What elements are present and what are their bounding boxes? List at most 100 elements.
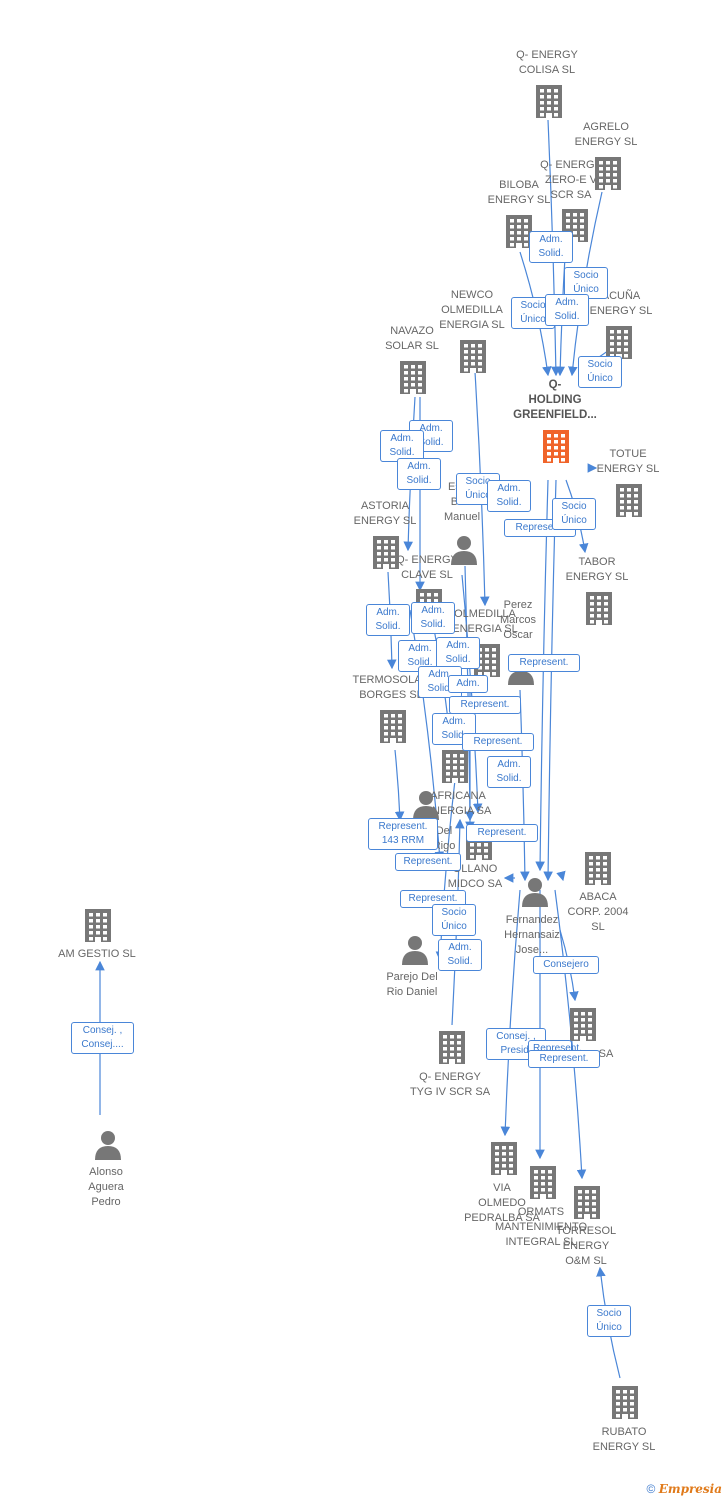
node-sa-company[interactable]: SA (541, 1047, 671, 1062)
relation-badge[interactable]: Socio Único (564, 267, 608, 299)
relation-edge (556, 870, 566, 882)
node-newco-olmedilla[interactable]: NEWCO OLMEDILLA ENERGIA SL (407, 288, 537, 333)
node-label: VIA OLMEDO PEDRALBA SA (464, 1182, 540, 1224)
relation-badge[interactable]: Adm. Solid. (436, 637, 480, 669)
node-label: BILOBA ENERGY SL (487, 179, 551, 206)
relation-badge[interactable]: Represent. 143 RRM (368, 818, 438, 850)
node-ollano-midco[interactable]: OLLANO MIDCO SA (410, 862, 540, 892)
building-icon (490, 1141, 518, 1180)
node-totue-energy[interactable]: TOTUE ENERGY SL (563, 447, 693, 477)
building-icon (611, 1385, 639, 1424)
building-icon (438, 1030, 466, 1069)
building-icon (529, 1165, 557, 1204)
relation-badge[interactable]: Adm. Solid. (380, 430, 424, 462)
relation-badge[interactable]: Adm. Solid. (545, 294, 589, 326)
node-astoria-energy[interactable]: ASTORIA ENERGY SL (320, 499, 450, 529)
building-icon (84, 908, 112, 947)
relation-edge (394, 749, 405, 822)
node-label: Parejo Del Rio Daniel (386, 971, 438, 998)
relation-badge[interactable]: Adm. Solid. (432, 713, 476, 745)
node-label: Q- ENERGY TYG IV SCR SA (409, 1071, 491, 1098)
node-q-energy-zero-e[interactable]: Q- ENERGY ZERO-E V SCR SA (506, 158, 636, 203)
node-label: Q- ENERGY ZERO-E V SCR SA (540, 159, 602, 201)
node-q-energy-tyg[interactable]: Q- ENERGY TYG IV SCR SA (385, 1070, 515, 1100)
node-label: AGRELO ENERGY SL (574, 121, 638, 148)
relation-badge[interactable]: Socio Único (432, 904, 476, 936)
node-label: SA (598, 1048, 614, 1060)
node-label: TABOR ENERGY SL (565, 556, 629, 583)
building-icon (594, 156, 622, 195)
node-abaca-corp[interactable]: ABACA CORP. 2004 SL (533, 890, 663, 935)
relation-badge[interactable]: Adm. (448, 675, 488, 693)
node-label: Alonso Aguera Pedro (88, 1166, 124, 1208)
node-agrelo-energy[interactable]: AGRELO ENERGY SL (541, 120, 671, 150)
relation-badge[interactable]: Adm. Solid. (397, 458, 441, 490)
relation-badge[interactable]: Socio Único (578, 356, 622, 388)
node-rubato-energy[interactable]: RUBATO ENERGY SL (559, 1425, 689, 1455)
node-navazo-solar[interactable]: NAVAZO SOLAR SL (347, 324, 477, 354)
relation-badge[interactable]: Adm. Solid. (487, 480, 531, 512)
node-del-rigo[interactable]: Del Rigo (379, 824, 509, 854)
node-biloba-energy[interactable]: BILOBA ENERGY SL (454, 178, 584, 208)
node-label: TORRESOL ENERGY O&M SL (555, 1225, 617, 1267)
building-icon (615, 483, 643, 522)
node-label: Q- ENERGY CLAVE SL (396, 554, 458, 581)
node-label: Q- HOLDING GREENFIELD... (513, 379, 597, 421)
building-icon (459, 339, 487, 378)
relation-badge[interactable]: Adm. Solid. (487, 756, 531, 788)
node-am-gestio[interactable]: AM GESTIO SL (32, 947, 162, 962)
building-icon (542, 429, 570, 468)
relation-badge[interactable]: Represent. (528, 1050, 600, 1068)
building-icon (573, 1185, 601, 1224)
node-label: ORMATS MANTENIMIENTO INTEGRAL SL (494, 1206, 588, 1248)
node-perez-marcos-oscar[interactable]: Perez Marcos Oscar (453, 598, 583, 643)
node-label: Q- ENERGY COLISA SL (516, 49, 578, 76)
node-label: ASTORIA ENERGY SL (353, 500, 417, 527)
node-termosolar-borges[interactable]: TERMOSOLAR BORGES SL (326, 673, 456, 703)
node-via-olmedo[interactable]: VIA OLMEDO PEDRALBA SA (437, 1181, 567, 1226)
relation-badge[interactable]: Adm. Solid. (411, 602, 455, 634)
brand-name: Empresia (658, 1482, 722, 1496)
relation-badge[interactable]: Socio Único (552, 498, 596, 530)
node-label: OLLANO MIDCO SA (447, 863, 503, 890)
relation-edge (543, 479, 557, 882)
node-fernandez-hernansaiz[interactable]: Fernandez Hernansaiz Jose... (467, 913, 597, 958)
node-torresol[interactable]: TORRESOL ENERGY O&M SL (521, 1224, 651, 1269)
node-parejo-del-rio[interactable]: Parejo Del Rio Daniel (347, 970, 477, 1000)
building-icon (584, 851, 612, 890)
relation-badge[interactable]: Represent. (449, 696, 521, 714)
person-icon (401, 935, 429, 970)
relation-badge[interactable]: Consej. , Consej.... (71, 1022, 134, 1054)
relation-edge (500, 889, 521, 1137)
relation-badge[interactable]: Adm. Solid. (438, 939, 482, 971)
node-label: NEWCO OLMEDILLA ENERGIA SL (439, 289, 505, 331)
node-label: TOTUE ENERGY SL (596, 448, 660, 475)
relation-badge[interactable]: Represent. (508, 654, 580, 672)
node-label: NAVAZO SOLAR SL (385, 325, 439, 352)
node-ormats[interactable]: ORMATS MANTENIMIENTO INTEGRAL SL (476, 1205, 606, 1250)
node-alonso-aguera[interactable]: Alonso Aguera Pedro (41, 1165, 171, 1210)
relation-badge[interactable]: Represent. (462, 733, 534, 751)
relation-edge (461, 574, 483, 814)
node-olmedilla-energia[interactable]: OLMEDILLA ENERGIA SL (420, 607, 550, 637)
node-tabor-energy[interactable]: TABOR ENERGY SL (532, 555, 662, 585)
relation-edge (535, 479, 549, 872)
relation-badge[interactable]: Socio Único (587, 1305, 631, 1337)
node-q-energy-clave[interactable]: Q- ENERGY CLAVE SL (362, 553, 492, 583)
node-label: ACUÑA ENERGY SL (589, 290, 653, 317)
node-label: TERMOSOLAR BORGES SL (352, 674, 430, 701)
node-q-holding-greenfield[interactable]: Q- HOLDING GREENFIELD... (490, 378, 620, 423)
relation-badge[interactable]: Represent. (395, 853, 461, 871)
node-q-energy-colisa[interactable]: Q- ENERGY COLISA SL (482, 48, 612, 78)
node-label: Del Rigo (432, 825, 456, 852)
building-icon (605, 325, 633, 364)
node-label: Perez Marcos Oscar (499, 599, 537, 641)
building-icon (441, 749, 469, 788)
relation-badge[interactable]: Consejero (533, 956, 599, 974)
node-acuna-energy[interactable]: ACUÑA ENERGY SL (556, 289, 686, 319)
relation-badge[interactable]: Represent. (466, 824, 538, 842)
relation-badge[interactable]: Adm. Solid. (529, 231, 573, 263)
relation-badge[interactable]: Adm. Solid. (366, 604, 410, 636)
building-icon (379, 709, 407, 748)
